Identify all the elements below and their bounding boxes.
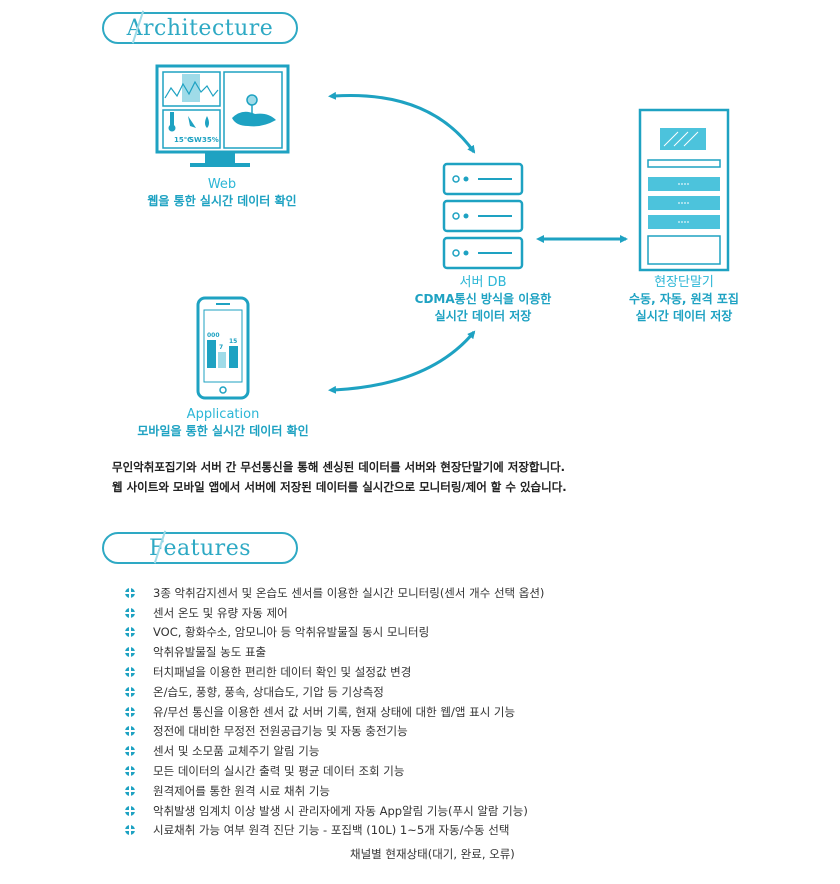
- feature-text: 악취유발물질 농도 표출: [153, 645, 267, 660]
- feature-item: VOC, 황화수소, 암모니아 등 악취유발물질 동시 모니터링: [125, 623, 544, 643]
- feature-text: 센서 및 소모품 교체주기 알림 기능: [153, 744, 320, 759]
- plus-bullet-icon: [125, 587, 135, 598]
- feature-text: 터치패널을 이용한 편리한 데이터 확인 및 설정값 변경: [153, 665, 412, 680]
- architecture-title: Architecture: [126, 15, 274, 41]
- field-caption-line2: 수동, 자동, 원격 포집: [629, 292, 739, 306]
- plus-bullet-icon: [125, 805, 135, 816]
- feature-item: 악취유발물질 농도 표출: [125, 642, 544, 662]
- feature-text: 원격제어를 통한 원격 시료 채취 기능: [153, 783, 330, 798]
- plus-bullet-icon: [125, 706, 135, 717]
- feature-item: 터치패널을 이용한 편리한 데이터 확인 및 설정값 변경: [125, 662, 544, 682]
- widget-humidity: 35%: [202, 136, 219, 144]
- web-caption-ko: 웹을 통한 실시간 데이터 확인: [147, 194, 297, 208]
- bar-label-3: 15: [229, 338, 237, 345]
- feature-item: 센서 온도 및 유량 자동 제어: [125, 603, 544, 623]
- description-line-2: 웹 사이트와 모바일 앱에서 서버에 저장된 데이터를 실시간으로 모니터링/제…: [112, 480, 567, 494]
- feature-continuation: 채널별 현재상태(대기, 완료, 오류): [350, 847, 515, 861]
- description-line-1: 무인악취포집기와 서버 간 무선통신을 통해 센싱된 데이터를 서버와 현장단말…: [112, 460, 566, 474]
- feature-text: 악취발생 임계치 이상 발생 시 관리자에게 자동 App알림 기능(푸시 알람…: [153, 803, 528, 818]
- web-monitor-icon: [155, 64, 290, 167]
- field-caption: 현장단말기 수동, 자동, 원격 포집 실시간 데이터 저장: [584, 274, 784, 325]
- feature-item: 3종 악취감지센서 및 온습도 센서를 이용한 실시간 모니터링(센서 개수 선…: [125, 583, 544, 603]
- feature-item: 원격제어를 통한 원격 시료 채취 기능: [125, 781, 544, 801]
- widget-temp: 15℃: [174, 136, 192, 144]
- plus-bullet-icon: [125, 627, 135, 638]
- feature-text: 온/습도, 풍향, 풍속, 상대습도, 기압 등 기상측정: [153, 684, 384, 699]
- app-caption: Application 모바일을 통한 실시간 데이터 확인: [113, 406, 333, 440]
- plus-bullet-icon: [125, 746, 135, 757]
- web-caption: Web 웹을 통한 실시간 데이터 확인: [122, 176, 322, 210]
- server-caption: 서버 DB CDMA통신 방식을 이용한 실시간 데이터 저장: [383, 274, 583, 325]
- plus-bullet-icon: [125, 825, 135, 836]
- phone-icon: [196, 296, 250, 400]
- server-caption-line2: CDMA통신 방식을 이용한: [414, 292, 552, 306]
- feature-text: VOC, 황화수소, 암모니아 등 악취유발물질 동시 모니터링: [153, 625, 430, 640]
- feature-item: 악취발생 임계치 이상 발생 시 관리자에게 자동 App알림 기능(푸시 알람…: [125, 801, 544, 821]
- field-terminal-icon: [638, 108, 730, 272]
- feature-text: 유/무선 통신을 이용한 센서 값 서버 기록, 현재 상태에 대한 웹/앱 표…: [153, 704, 516, 719]
- feature-text: 시료채취 가능 여부 원격 진단 기능 - 포집백 (10L) 1~5개 자동/…: [153, 823, 510, 838]
- feature-item: 시료채취 가능 여부 원격 진단 기능 - 포집백 (10L) 1~5개 자동/…: [125, 821, 544, 841]
- features-list: 3종 악취감지센서 및 온습도 센서를 이용한 실시간 모니터링(센서 개수 선…: [125, 583, 544, 840]
- plus-bullet-icon: [125, 647, 135, 658]
- feature-item: 유/무선 통신을 이용한 센서 값 서버 기록, 현재 상태에 대한 웹/앱 표…: [125, 702, 544, 722]
- plus-bullet-icon: [125, 766, 135, 777]
- plus-bullet-icon: [125, 785, 135, 796]
- feature-text: 3종 악취감지센서 및 온습도 센서를 이용한 실시간 모니터링(센서 개수 선…: [153, 585, 545, 600]
- architecture-title-pill: Architecture: [102, 10, 298, 44]
- feature-item: 센서 및 소모품 교체주기 알림 기능: [125, 741, 544, 761]
- features-title-pill: Features: [102, 530, 298, 564]
- app-server-arrow: [328, 330, 476, 394]
- plus-bullet-icon: [125, 726, 135, 737]
- plus-bullet-icon: [125, 607, 135, 618]
- web-server-arrow: [328, 91, 476, 154]
- field-caption-title: 현장단말기: [654, 275, 714, 290]
- field-caption-line3: 실시간 데이터 저장: [635, 309, 733, 323]
- feature-text: 센서 온도 및 유량 자동 제어: [153, 605, 288, 620]
- web-caption-en: Web: [207, 177, 237, 192]
- server-caption-title: 서버 DB: [459, 275, 507, 290]
- bar-label-1: 000: [207, 332, 220, 339]
- plus-bullet-icon: [125, 667, 135, 678]
- architecture-diagram: 15℃ SW 35%: [155, 64, 730, 400]
- features-title: Features: [148, 535, 252, 561]
- server-caption-line3: 실시간 데이터 저장: [434, 309, 532, 323]
- feature-item: 모든 데이터의 실시간 출력 및 평균 데이터 조회 기능: [125, 761, 544, 781]
- feature-text: 모든 데이터의 실시간 출력 및 평균 데이터 조회 기능: [153, 764, 405, 779]
- bar-label-2: 7: [219, 344, 223, 351]
- plus-bullet-icon: [125, 686, 135, 697]
- feature-item: 정전에 대비한 무정전 전원공급기능 및 자동 충전기능: [125, 722, 544, 742]
- feature-text: 정전에 대비한 무정전 전원공급기능 및 자동 충전기능: [153, 724, 408, 739]
- server-icon: [442, 162, 524, 270]
- app-caption-ko: 모바일을 통한 실시간 데이터 확인: [137, 424, 309, 438]
- app-caption-en: Application: [186, 407, 260, 422]
- widget-wind: SW: [189, 136, 202, 144]
- feature-item: 온/습도, 풍향, 풍속, 상대습도, 기압 등 기상측정: [125, 682, 544, 702]
